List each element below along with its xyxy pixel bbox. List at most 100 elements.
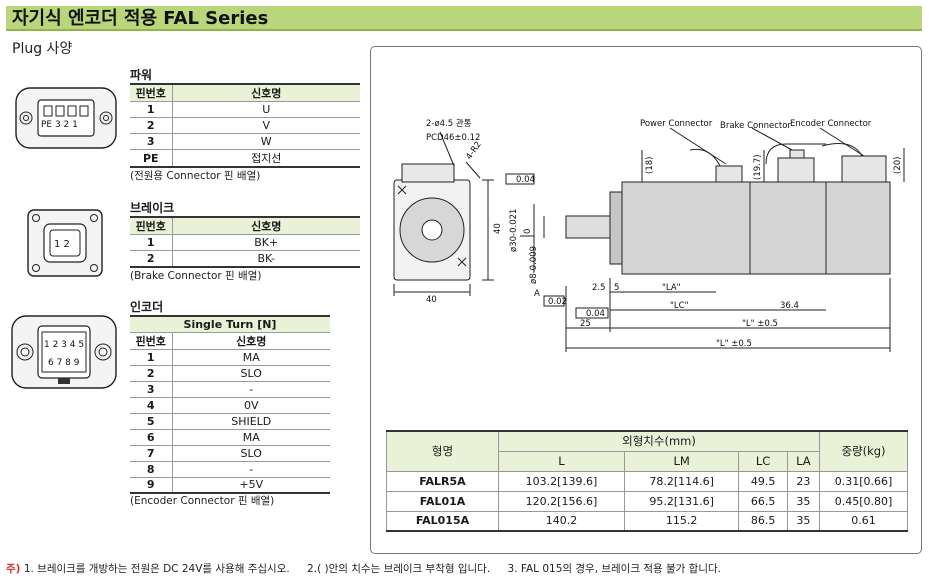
signal-name: SHIELD: [172, 413, 330, 430]
footnote-2: 2.( )안의 치수는 브레이크 부착형 입니다.: [307, 563, 491, 575]
footnote: 주) 1. 브레이크를 개방하는 전원은 DC 24V를 사용해 주십시오. 2…: [6, 561, 721, 576]
encoder-table-note: (Encoder Connector 핀 배열): [130, 495, 275, 507]
pin-number: 1: [130, 234, 173, 251]
signal-name: BK+: [172, 234, 360, 251]
signal-name: U: [172, 101, 360, 118]
tolerance-perpendicular: 0.04: [586, 309, 605, 319]
pin-number: 1: [130, 101, 173, 118]
datum-label: A: [534, 289, 540, 299]
l-cell: 140.2: [498, 510, 625, 532]
motor-dimension-drawing: 2-ø4.5 관통 PCD46±0.12 4-R2 Power Connecto…: [393, 118, 905, 352]
l-cell: 120.2[156.6]: [498, 490, 625, 512]
signal-name: 접지선: [172, 149, 360, 168]
weight-cell: 0.31[0.66]: [819, 470, 908, 492]
pin-number: 3: [130, 381, 173, 398]
page-title: 자기식 엔코더 적용 FAL Series: [6, 6, 922, 31]
dim-40-bottom: 40: [426, 295, 437, 305]
signal-name: -: [172, 461, 330, 478]
weight-header: 중량(kg): [819, 430, 908, 472]
dim-5: 5: [614, 283, 619, 293]
pcd-label: PCD46±0.12: [426, 133, 480, 143]
table-row: FAL01A 120.2[156.6] 95.2[131.6] 66.5 35 …: [386, 490, 908, 512]
dim-pilot: ø30-0.021: [509, 209, 519, 252]
col-lc-header: LC: [738, 450, 788, 472]
model-cell: FAL01A: [386, 490, 499, 512]
dim-20: (20): [893, 157, 903, 174]
table-row: FAL015A 140.2 115.2 86.5 35 0.61: [386, 510, 908, 532]
footnote-3: 3. FAL 015의 경우, 브레이크 적용 불가 합니다.: [507, 563, 721, 575]
power-table-note: (전원용 Connector 핀 배열): [130, 170, 261, 182]
model-header: 형명: [386, 430, 499, 472]
pin-number: 7: [130, 445, 173, 462]
radius-label: 4-R2: [464, 140, 484, 162]
brake-table-note: (Brake Connector 핀 배열): [130, 270, 262, 282]
power-connector-label: Power Connector: [640, 119, 713, 129]
signal-name: W: [172, 133, 360, 150]
la-cell: 23: [786, 470, 821, 492]
signal-name: MA: [172, 349, 330, 366]
weight-cell: 0.45[0.80]: [819, 490, 908, 512]
hole-label: 2-ø4.5 관통: [426, 118, 472, 129]
lm-cell: 115.2: [623, 510, 740, 532]
footnote-1: 1. 브레이크를 개방하는 전원은 DC 24V를 사용해 주십시오.: [23, 563, 290, 575]
table-row: 3-: [130, 381, 330, 398]
table-row: 8-: [130, 461, 330, 478]
table-row: 9+5V: [130, 477, 330, 494]
la-cell: 35: [786, 510, 821, 532]
weight-cell: 0.61: [819, 510, 908, 532]
pin-number: 5: [130, 413, 173, 430]
brake-connector-label: Brake Connector: [720, 121, 791, 131]
encoder-group-header: Single Turn [N]: [130, 315, 330, 333]
lc-cell: 66.5: [738, 490, 788, 512]
signal-name: +5V: [172, 477, 330, 494]
pin-number: 3: [130, 133, 173, 150]
encoder-section-label: 인코더: [130, 300, 164, 314]
l-cell: 103.2[139.6]: [498, 470, 625, 492]
pin-number-header: 핀번호: [130, 216, 173, 235]
col-lm-header: LM: [623, 450, 740, 472]
signal-name: -: [172, 381, 330, 398]
dim-25: 25: [580, 319, 591, 329]
pin-number-header: 핀번호: [130, 83, 173, 102]
signal-name-header: 신호명: [172, 331, 330, 350]
pin-number: 8: [130, 461, 173, 478]
encoder-connector-top-pins: 1 2 3 4 5: [44, 340, 84, 350]
col-la-header: LA: [786, 450, 821, 472]
plug-spec-subtitle: Plug 사양: [12, 41, 73, 57]
tolerance-flat: 0.04: [516, 175, 535, 185]
lc-cell: 49.5: [738, 470, 788, 492]
dim-2-5: 2.5: [592, 283, 606, 293]
dim-40-side: 40: [493, 223, 503, 234]
pin-number: 2: [130, 365, 173, 382]
pin-number-header: 핀번호: [130, 331, 173, 350]
lm-cell: 78.2[114.6]: [623, 470, 740, 492]
model-cell: FAL015A: [386, 510, 499, 532]
encoder-connector-label: Encoder Connector: [790, 119, 872, 129]
pin-number: PE: [130, 149, 173, 168]
pin-number: 1: [130, 349, 173, 366]
dim-zero: 0: [523, 229, 533, 234]
signal-name: 0V: [172, 397, 330, 414]
model-cell: FALR5A: [386, 470, 499, 492]
signal-name-header: 신호명: [172, 83, 360, 102]
signal-name: SLO: [172, 365, 330, 382]
pin-number: 4: [130, 397, 173, 414]
footnote-mark: 주): [6, 563, 21, 575]
power-section-label: 파워: [130, 68, 153, 82]
dim-l-1: "L" ±0.5: [742, 319, 778, 329]
brake-connector-image: 1 2: [27, 209, 103, 277]
signal-name: SLO: [172, 445, 330, 462]
dim-18: (18): [645, 157, 655, 174]
col-l-header: L: [498, 450, 625, 472]
dimensions-table: 형명 외형치수(mm) 중량(kg) L LM LC LA FALR5A 103…: [386, 430, 908, 532]
power-connector-image: PE 3 2 1: [15, 87, 117, 149]
